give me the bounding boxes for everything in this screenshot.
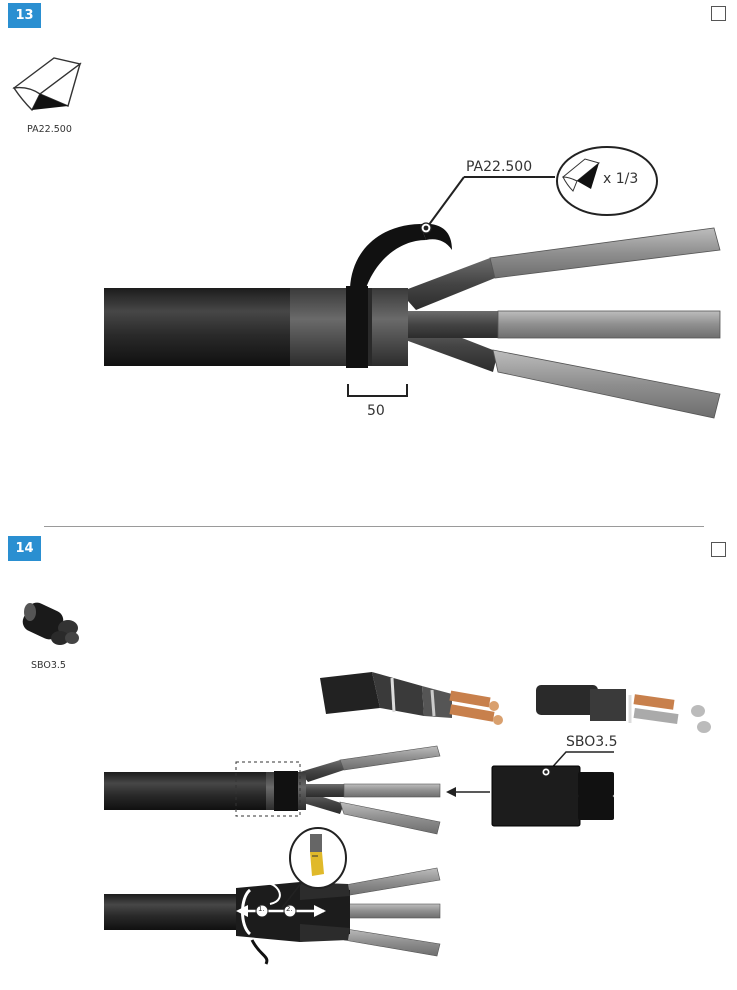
step-14-checkbox[interactable] — [711, 542, 726, 557]
step-13-dimension: 50 — [367, 403, 385, 419]
photo-cable-cores — [320, 672, 503, 725]
cutting-detail-bubble — [281, 827, 347, 909]
boot-illustration — [491, 765, 614, 827]
step-13-callout-quantity: x 1/3 — [603, 171, 639, 187]
step-divider — [44, 526, 704, 527]
tape-roll-icon — [12, 57, 82, 112]
step-marker-2: 2. — [286, 905, 293, 913]
trifurcating-boot-icon — [22, 602, 79, 645]
step-13-badge: 13 — [8, 3, 41, 28]
step-marker-1: 1. — [258, 905, 265, 913]
tape-callout-bubble — [556, 146, 658, 216]
step-13-checkbox[interactable] — [711, 6, 726, 21]
step-14-badge: 14 — [8, 536, 41, 561]
step-14-part-code: SBO3.5 — [31, 660, 66, 671]
cable-with-tape-illustration — [104, 222, 721, 419]
step-13-callout-label: PA22.500 — [466, 159, 533, 175]
step-14-callout-label: SBO3.5 — [566, 734, 618, 750]
photo-cable-with-boot — [536, 685, 711, 733]
cable-before-boot-illustration — [104, 745, 441, 835]
step-13-part-code: PA22.500 — [27, 124, 72, 135]
